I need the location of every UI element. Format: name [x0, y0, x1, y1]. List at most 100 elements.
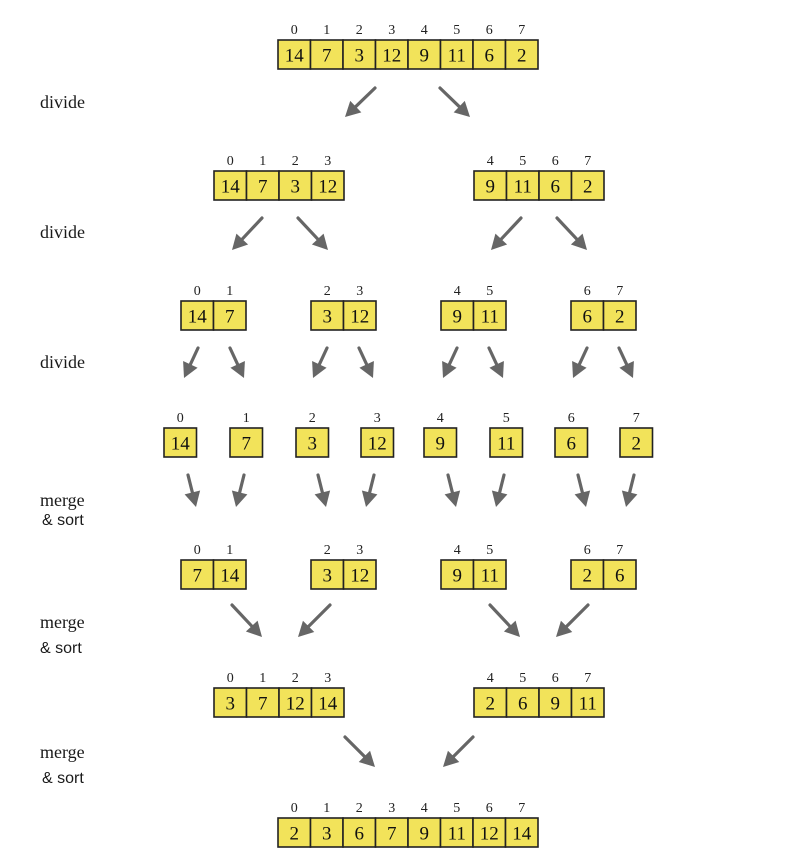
arrow-icon [361, 473, 378, 507]
array-cell [440, 559, 475, 590]
cell-value: 12 [318, 177, 337, 198]
array-cell [602, 300, 637, 331]
cell-index: 4 [454, 543, 461, 558]
arrow-icon [298, 603, 332, 637]
array-cell [619, 427, 654, 458]
cell-index: 1 [226, 543, 233, 558]
arrow-icon [343, 735, 375, 767]
arrow-icon [231, 473, 248, 507]
cell-index: 1 [259, 154, 266, 169]
array-cell [473, 687, 508, 718]
cell-index: 2 [356, 801, 363, 816]
arrow-icon [230, 603, 262, 637]
array-cell [310, 559, 345, 590]
array-cell [180, 300, 215, 331]
array-cell [278, 170, 313, 201]
arrow-icon [443, 735, 475, 767]
cell-index: 5 [453, 23, 460, 38]
array-level-3-group-4: 94 [423, 411, 458, 458]
cell-value: 2 [583, 177, 593, 198]
cell-value: 9 [453, 566, 463, 587]
cell-index: 7 [616, 284, 623, 299]
cell-value: 6 [567, 434, 577, 455]
cell-value: 7 [322, 46, 332, 67]
cell-value: 3 [323, 307, 333, 328]
cell-value: 7 [193, 566, 203, 587]
cell-index: 7 [584, 154, 591, 169]
cell-index: 5 [519, 671, 526, 686]
cell-value: 3 [323, 566, 333, 587]
cell-value: 14 [188, 307, 208, 328]
cell-value: 9 [436, 434, 446, 455]
array-cell [163, 427, 198, 458]
array-cell [374, 817, 409, 848]
cell-index: 5 [486, 543, 493, 558]
cell-value: 11 [514, 177, 532, 198]
array-cell [439, 817, 474, 848]
cell-value: 3 [308, 434, 318, 455]
array-level-3-group-5: 115 [489, 411, 524, 458]
arrow-icon [438, 86, 470, 117]
cell-index: 6 [552, 154, 559, 169]
cell-value: 6 [615, 566, 625, 587]
cell-value: 11 [448, 824, 466, 845]
array-cell [309, 817, 344, 848]
cell-index: 4 [437, 411, 444, 426]
array-level-3-group-0: 140 [163, 411, 198, 458]
cell-index: 3 [388, 23, 395, 38]
cell-index: 5 [453, 801, 460, 816]
array-level-3-group-7: 27 [619, 411, 654, 458]
cell-value: 12 [350, 307, 369, 328]
cell-index: 2 [309, 411, 316, 426]
cell-value: 9 [453, 307, 463, 328]
arrow-icon [357, 346, 374, 378]
array-cell [212, 559, 247, 590]
cell-value: 2 [486, 694, 496, 715]
cell-index: 4 [487, 671, 494, 686]
arrow-icon [487, 346, 504, 378]
sort-label-2: & sort [40, 640, 82, 657]
array-cell [342, 300, 377, 331]
array-level-3-group-3: 123 [360, 411, 395, 458]
sort-label-3: & sort [42, 770, 84, 787]
cell-value: 7 [258, 177, 268, 198]
arrow-icon [488, 603, 520, 637]
cell-index: 7 [633, 411, 640, 426]
arrow-icon [574, 473, 591, 507]
cell-value: 12 [382, 46, 401, 67]
array-level-3-group-2: 32 [295, 411, 330, 458]
array-cell [277, 817, 312, 848]
array-cell [505, 170, 540, 201]
array-cell [360, 427, 395, 458]
merge-label-3: merge [40, 742, 85, 762]
divide-label-1: divide [40, 92, 85, 112]
cell-value: 3 [291, 177, 301, 198]
divide-label-3: divide [40, 352, 85, 372]
cell-index: 2 [356, 23, 363, 38]
cell-value: 7 [242, 434, 252, 455]
array-cell [407, 39, 442, 70]
cell-index: 3 [324, 671, 331, 686]
arrow-icon [184, 473, 201, 507]
arrow-icon [491, 473, 508, 507]
array-cell [342, 817, 377, 848]
cell-index: 6 [568, 411, 575, 426]
cell-index: 3 [374, 411, 381, 426]
array-level-3-group-1: 71 [229, 411, 264, 458]
cell-index: 1 [323, 801, 330, 816]
cell-index: 5 [486, 284, 493, 299]
array-cell [213, 170, 248, 201]
cell-index: 4 [487, 154, 494, 169]
cell-index: 0 [227, 671, 234, 686]
cell-index: 0 [177, 411, 184, 426]
cell-index: 6 [584, 543, 591, 558]
arrow-icon [232, 216, 264, 250]
array-cell [472, 817, 507, 848]
